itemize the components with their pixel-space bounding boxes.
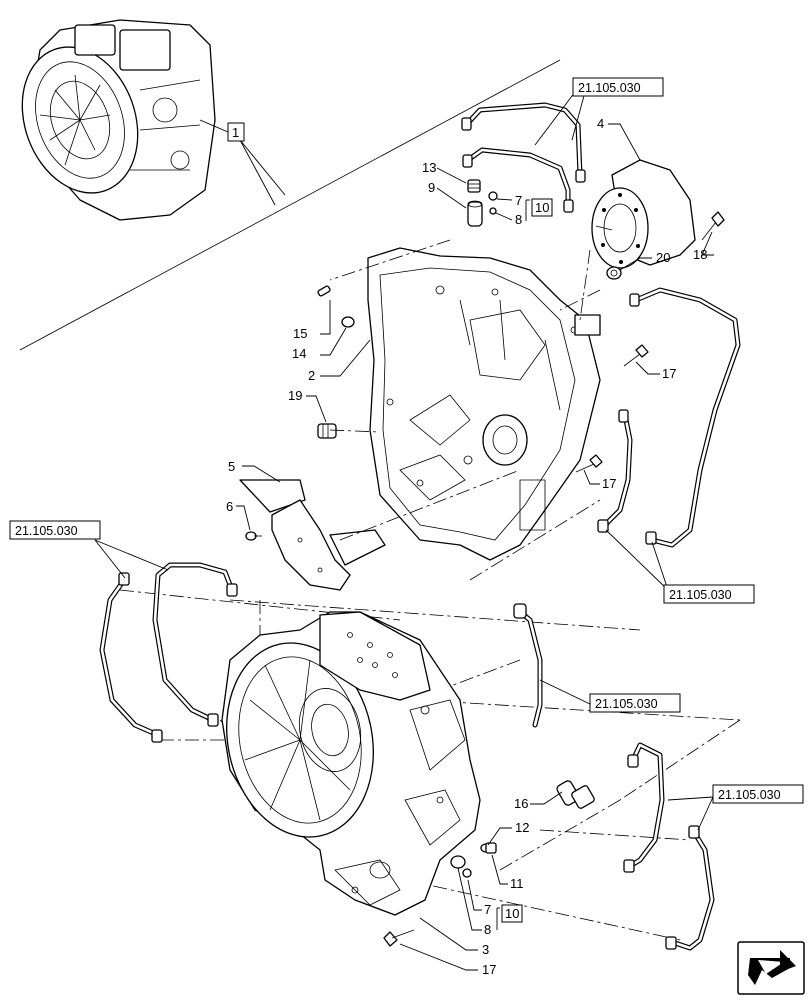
callout-7-top-label: 7 bbox=[515, 193, 522, 208]
part-16-plug bbox=[556, 780, 595, 809]
callout-17-lower: 17 bbox=[399, 943, 496, 977]
callout-12: 12 bbox=[487, 820, 529, 846]
callout-14-label: 14 bbox=[292, 346, 306, 361]
upper-lube-pipes bbox=[461, 102, 586, 213]
callout-1: 1 bbox=[199, 119, 286, 206]
callout-2: 2 bbox=[308, 339, 371, 383]
callout-6: 6 bbox=[226, 499, 251, 531]
callout-2-label: 2 bbox=[308, 368, 315, 383]
reference-center-label: 21.105.030 bbox=[595, 697, 658, 711]
callout-6-label: 6 bbox=[226, 499, 233, 514]
callout-3-label: 3 bbox=[482, 942, 489, 957]
transmission-overview-thumbnail bbox=[19, 19, 561, 351]
part-20-seal bbox=[606, 266, 622, 280]
callout-4-label: 4 bbox=[597, 116, 604, 131]
callout-8-lower: 8 bbox=[457, 867, 491, 937]
callout-9: 9 bbox=[428, 180, 467, 209]
callout-19-label: 19 bbox=[288, 388, 302, 403]
right-lower-lube-pipes bbox=[623, 742, 715, 951]
part-7-and-8-small bbox=[488, 191, 498, 215]
callout-7-lower: 7 bbox=[467, 879, 491, 917]
next-page-arrow-icon[interactable] bbox=[737, 941, 805, 995]
callout-5: 5 bbox=[228, 459, 281, 483]
callout-14: 14 bbox=[292, 327, 347, 361]
callout-5-label: 5 bbox=[228, 459, 235, 474]
callout-10-lower-label: 10 bbox=[505, 906, 519, 921]
callout-4: 4 bbox=[597, 116, 641, 161]
callout-20-label: 20 bbox=[656, 250, 670, 265]
reference-top: 21.105.030 bbox=[534, 77, 664, 146]
callout-16: 16 bbox=[514, 791, 563, 811]
callout-8-top: 8 bbox=[495, 212, 522, 227]
part-5-guard bbox=[239, 479, 386, 591]
callout-12-label: 12 bbox=[515, 820, 529, 835]
callout-9-label: 9 bbox=[428, 180, 435, 195]
callout-10-top: 10 bbox=[525, 198, 553, 221]
part-6-screw bbox=[245, 531, 262, 541]
callout-11: 11 bbox=[491, 854, 524, 891]
part-19-plug bbox=[317, 423, 337, 439]
center-vertical-pipe bbox=[513, 603, 543, 728]
part-4-cover bbox=[591, 159, 696, 269]
part-3-lower-housing bbox=[221, 611, 481, 916]
callout-1-label: 1 bbox=[232, 125, 239, 140]
part-14-ring bbox=[341, 316, 355, 328]
part-9-sleeve bbox=[467, 200, 483, 227]
callout-17-lower-label: 17 bbox=[482, 962, 496, 977]
callout-10-lower: 10 bbox=[496, 904, 523, 930]
callout-17-upper-a-label: 17 bbox=[662, 366, 676, 381]
callout-16-label: 16 bbox=[514, 796, 528, 811]
callout-8-top-label: 8 bbox=[515, 212, 522, 227]
callout-7-top: 7 bbox=[496, 193, 522, 208]
part-13-plug bbox=[467, 179, 481, 193]
reference-center: 21.105.030 bbox=[539, 679, 681, 713]
reference-left-label: 21.105.030 bbox=[15, 524, 78, 538]
callout-19: 19 bbox=[288, 388, 327, 423]
callout-20: 20 bbox=[619, 250, 670, 271]
part-2-housing bbox=[367, 247, 601, 561]
callout-18-label: 18 bbox=[693, 247, 707, 262]
part-17-bolt-upper-a bbox=[623, 344, 649, 367]
callout-17-upper-b-label: 17 bbox=[602, 476, 616, 491]
reference-right-mid: 21.105.030 bbox=[605, 529, 755, 604]
callout-3: 3 bbox=[419, 917, 489, 957]
callout-13: 13 bbox=[422, 160, 467, 184]
reference-top-label: 21.105.030 bbox=[578, 81, 641, 95]
part-17-bolt-lower bbox=[383, 929, 415, 947]
callout-8-lower-label: 8 bbox=[484, 922, 491, 937]
callout-10-top-label: 10 bbox=[535, 200, 549, 215]
part-11-plug bbox=[485, 842, 497, 854]
part-17-bolt-upper-b bbox=[575, 454, 603, 473]
callout-15: 15 bbox=[293, 300, 331, 341]
callout-13-label: 13 bbox=[422, 160, 436, 175]
part-7-and-8-lower bbox=[450, 855, 472, 878]
reference-right-mid-label: 21.105.030 bbox=[669, 588, 732, 602]
reference-right-lower: 21.105.030 bbox=[667, 784, 804, 831]
part-18-bolt bbox=[701, 211, 725, 241]
callout-18: 18 bbox=[693, 231, 714, 262]
callout-15-label: 15 bbox=[293, 326, 307, 341]
left-lube-pipes bbox=[99, 562, 238, 743]
part-15-dowel bbox=[317, 285, 331, 297]
callout-17-upper-a: 17 bbox=[635, 361, 676, 381]
callout-7-lower-label: 7 bbox=[484, 902, 491, 917]
callout-17-upper-b: 17 bbox=[583, 469, 616, 491]
reference-right-lower-label: 21.105.030 bbox=[718, 788, 781, 802]
right-lube-pipe bbox=[597, 287, 741, 548]
callout-11-label: 11 bbox=[510, 876, 524, 891]
reference-left: 21.105.030 bbox=[9, 520, 169, 579]
